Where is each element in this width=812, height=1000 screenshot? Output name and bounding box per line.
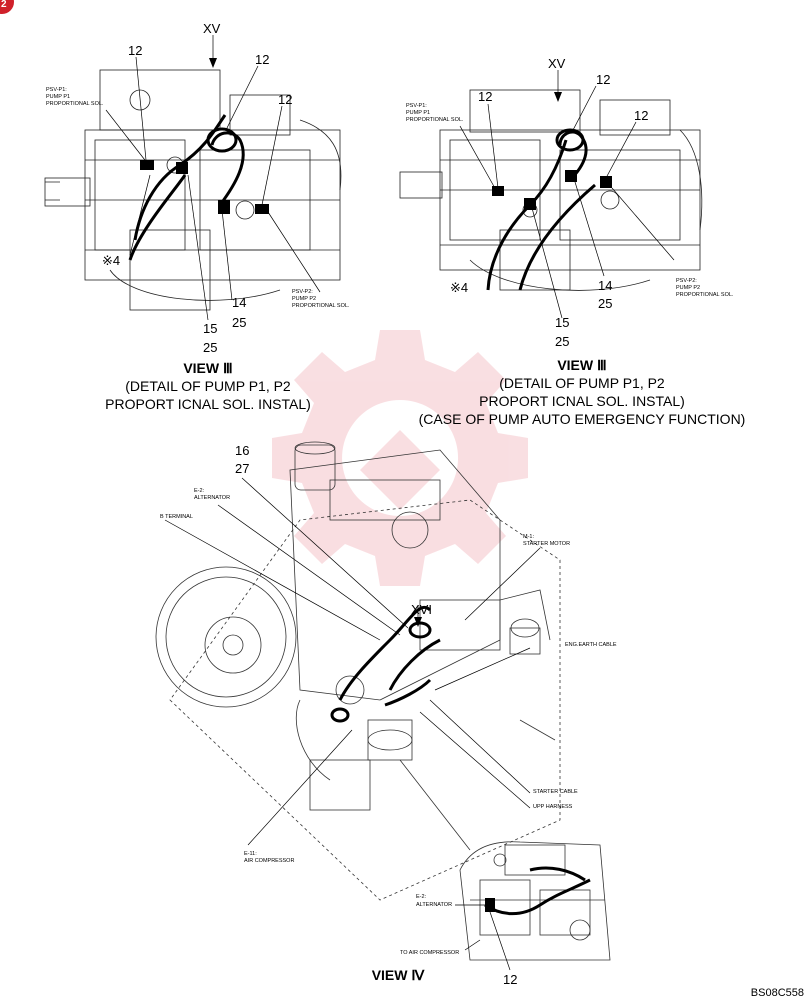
view4-caption: VIEW Ⅳ [372, 967, 426, 983]
view3-left-caption-line2: (DETAIL OF PUMP P1, P2 [125, 378, 291, 394]
view3-right-view-arrow-label: XV [548, 56, 566, 71]
engine-b-terminal: B TERMINAL [160, 514, 193, 520]
view3-left-callout-12b: 12 [255, 52, 269, 67]
view3-right-psv-p2-line3: PROPORTIONAL SOL. [676, 292, 734, 298]
view4-to-air-compressor: TO AIR COMPRESSOR [400, 950, 459, 956]
engine-e11-line1: E-11: [244, 851, 257, 857]
engine-m1-line1: M-1: [523, 534, 534, 540]
engine-harness [330, 605, 441, 723]
view3-left-psv-p2-line3: PROPORTIONAL SOL. [292, 303, 350, 309]
view4-leaders [455, 904, 511, 971]
view3-left-leaders [105, 35, 321, 321]
view3-right-callout-12c: 12 [634, 108, 648, 123]
view3-right-callout-25a: 25 [598, 296, 612, 311]
view4-harness [484, 866, 591, 916]
view3-right-harness [486, 128, 596, 291]
engine-m1-line2: STARTER MOTOR [523, 541, 570, 547]
view3-left-callout-12c: 12 [278, 92, 292, 107]
view3-left-psv-p1-line3: PROPORTIONAL SOL. [46, 101, 104, 107]
view3-right-marker: ※4 [450, 280, 468, 295]
engine-leaders [164, 477, 541, 846]
engine-earth-cable: ENG.EARTH CABLE [565, 642, 617, 648]
view3-right-callout-12a: 12 [478, 89, 492, 104]
watermark-gear-icon [272, 330, 528, 586]
engine-starter-cable: STARTER CABLE [533, 789, 578, 795]
view3-right-psv-p1-line3: PROPORTIONAL SOL. [406, 117, 464, 123]
view4-e2-line2: ALTERNATOR [416, 902, 452, 908]
view3-left-caption-title: VIEW Ⅲ [183, 360, 232, 376]
engine-e2-line1: E-2: [194, 488, 205, 494]
view3-right-psv-p1-line1: PSV-P1: [406, 103, 427, 109]
engine-callout-16: 16 [235, 443, 249, 458]
view3-right-callout-14: 14 [598, 278, 612, 293]
view3-right-callout-15: 15 [555, 315, 569, 330]
view4-e2-line1: E-2: [416, 894, 427, 900]
engine-callout-27: 27 [235, 461, 249, 476]
engine-view-arrow-icon [414, 617, 422, 627]
view3-left-marker: ※4 [102, 253, 120, 268]
view3-left-connectors [140, 160, 269, 214]
view3-right-psv-p2-line1: PSV-P2: [676, 278, 697, 284]
view3-left-callout-25a: 25 [232, 315, 246, 330]
view3-left-callout-12a: 12 [128, 43, 142, 58]
view4-connector [485, 898, 495, 912]
view3-right-psv-p1-line2: PUMP P1 [406, 110, 430, 116]
view3-left-view-arrow-icon [209, 58, 217, 68]
view3-right-pump-drawing [399, 89, 703, 291]
engine-view-arrow-label: XVI [411, 602, 432, 617]
view4-callout-12: 12 [503, 972, 517, 987]
view3-right-connectors [492, 170, 612, 210]
drawing-code: BS08C558 [751, 987, 804, 999]
view3-right-callout-25b: 25 [555, 334, 569, 349]
view3-left-caption-line3: PROPORT ICNAL SOL. INSTAL) [105, 396, 311, 412]
view3-right-caption-line4: (CASE OF PUMP AUTO EMERGENCY FUNCTION) [419, 411, 746, 427]
view3-left-psv-p2-line1: PSV-P2: [292, 289, 313, 295]
view3-left-callout-14: 14 [232, 295, 246, 310]
view3-left-psv-p1-line2: PUMP P1 [46, 94, 70, 100]
view3-left-psv-p2-line2: PUMP P2 [292, 296, 316, 302]
engine-drawing [155, 441, 561, 901]
view3-right-psv-p2-line2: PUMP P2 [676, 285, 700, 291]
engine-e11-line2: AIR COMPRESSOR [244, 858, 294, 864]
view3-right-callout-12b: 12 [596, 72, 610, 87]
view3-left-psv-p1-line1: PSV-P1: [46, 87, 67, 93]
view3-right-caption-title: VIEW Ⅲ [557, 357, 606, 373]
view3-right-caption-line3: PROPORT ICNAL SOL. INSTAL) [479, 393, 685, 409]
view3-left-callout-15: 15 [203, 321, 217, 336]
engine-e2-line2: ALTERNATOR [194, 495, 230, 501]
view3-left-callout-25b: 25 [203, 340, 217, 355]
view3-right-caption-line2: (DETAIL OF PUMP P1, P2 [499, 375, 665, 391]
view3-left-view-arrow-label: XV [203, 21, 221, 36]
view4-drawing [459, 841, 611, 961]
view3-left-pump-drawing [44, 69, 342, 311]
engine-upp-harness: UPP HARNESS [533, 804, 573, 810]
view3-right-leaders [459, 70, 675, 319]
view3-right-view-arrow-icon [554, 92, 562, 102]
